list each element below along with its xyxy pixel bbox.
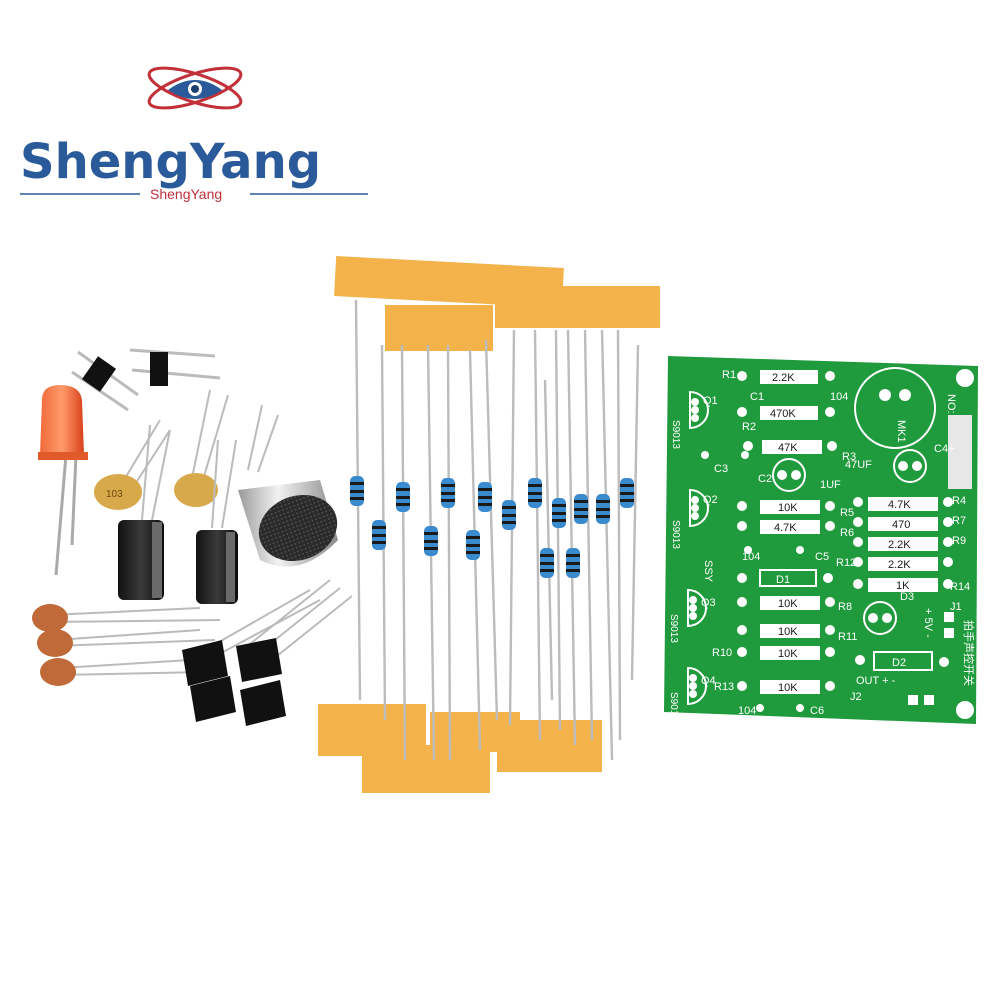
eye-orbit-logo-icon <box>147 66 243 110</box>
pcb-label: 47UF <box>845 459 872 471</box>
pcb-label: R13 <box>714 681 734 693</box>
pcb-value: 10K <box>778 648 798 660</box>
pcb-value: 2.2K <box>888 559 911 571</box>
pcb-label: 104 <box>738 705 756 717</box>
pcb-label: R2 <box>742 421 756 433</box>
pcb-label: R9 <box>952 535 966 547</box>
red-led-icon <box>38 385 88 576</box>
pcb-value: D1 <box>776 574 790 586</box>
pcb-label: R10 <box>712 647 732 659</box>
pcb-pads <box>689 371 954 712</box>
pcb-label: R4 <box>952 495 966 507</box>
pcb-label: C1 <box>750 391 764 403</box>
pcb-label: J1 <box>950 601 962 613</box>
pcb-value: 470 <box>892 519 910 531</box>
pcb-no-label: NO: <box>945 394 957 414</box>
pcb-label: Q3 <box>701 597 716 609</box>
brand-name: ShengYang <box>20 134 321 190</box>
pcb-label: R6 <box>840 527 854 539</box>
pcb-value: 4.7K <box>888 499 911 511</box>
brand-subtitle: ShengYang <box>150 186 222 202</box>
pcb-label: Q1 <box>703 395 718 407</box>
pcb-silkscreen: R1 C1 104 R2 Q1 S9013 C3 R3 C2 1UF 47UF … <box>668 369 976 721</box>
pcb-label: R12 <box>836 557 856 569</box>
pcb-label: R5 <box>840 507 854 519</box>
pcb-label: + 5V - <box>922 608 934 638</box>
pcb-label: S9013 <box>668 614 679 643</box>
pcb-value: 4.7K <box>774 522 797 534</box>
pcb-mk1-label: MK1 <box>895 420 907 443</box>
pcb-label: 104 <box>742 551 760 563</box>
pcb-value: 10K <box>778 626 798 638</box>
transistor-icon <box>182 579 353 726</box>
pcb-value: 47K <box>778 442 798 454</box>
pcb-label: R1 <box>722 369 736 381</box>
pcb-label: S9013 <box>670 420 681 449</box>
pcb-value: 1K <box>896 580 910 592</box>
pcb-board: NO: MK1 2.2K 470K 47K 10K 4.7K 4.7K 470 … <box>664 356 978 724</box>
pcb-label: R7 <box>952 515 966 527</box>
pcb-label: 104 <box>830 391 848 403</box>
loose-components: 103 <box>32 256 660 793</box>
pcb-label: C2 <box>758 473 772 485</box>
electrolytic-capacitor-icon <box>118 424 171 600</box>
resistor-strip <box>318 256 660 793</box>
pcb-resistor-boxes: 2.2K 470K 47K 10K 4.7K 4.7K 470 2.2K 2.2… <box>759 370 938 694</box>
pcb-label: C5 <box>815 551 829 563</box>
pcb-label: C3 <box>714 463 728 475</box>
ceramic-104-capacitor-icon <box>32 604 221 686</box>
pcb-label: R3 <box>842 451 856 463</box>
pcb-transistor-footprints <box>687 390 927 706</box>
pcb-label: D3 <box>900 591 914 603</box>
pcb-label: R14 <box>950 581 970 593</box>
pcb-label: S9013 <box>670 520 681 549</box>
pcb-label: Q2 <box>703 494 718 506</box>
ceramic-capacitor-icon: 103 <box>94 419 171 510</box>
pcb-value: 10K <box>778 502 798 514</box>
pcb-label: OUT + - <box>856 675 896 687</box>
pcb-label: C6 <box>810 705 824 717</box>
pcb-label: C4+ <box>934 443 955 455</box>
pcb-label: J2 <box>850 691 862 703</box>
pin-header-icon <box>71 348 221 412</box>
pcb-value: 10K <box>778 598 798 610</box>
pcb-label-chinese: 拍手声控开关 <box>962 620 976 686</box>
pcb-label: SSY <box>702 560 714 583</box>
pcb-value: 2.2K <box>888 539 911 551</box>
pcb-label: 1UF <box>820 479 841 491</box>
pcb-label: R8 <box>838 601 852 613</box>
electrolytic-capacitor-icon <box>196 439 238 604</box>
pcb-label: R11 <box>838 631 857 643</box>
brand-logo: ShengYang ShengYang <box>20 66 368 202</box>
pcb-value: 2.2K <box>772 372 795 384</box>
pcb-value: 470K <box>770 408 796 420</box>
pcb-value: D2 <box>892 657 906 669</box>
microphone-icon <box>238 404 338 567</box>
pcb-label: S9013 <box>668 692 679 721</box>
pcb-label: Q4 <box>701 675 716 687</box>
pcb-value: 10K <box>778 682 798 694</box>
cap-label: 103 <box>106 489 123 500</box>
ceramic-capacitor-icon <box>174 389 229 507</box>
